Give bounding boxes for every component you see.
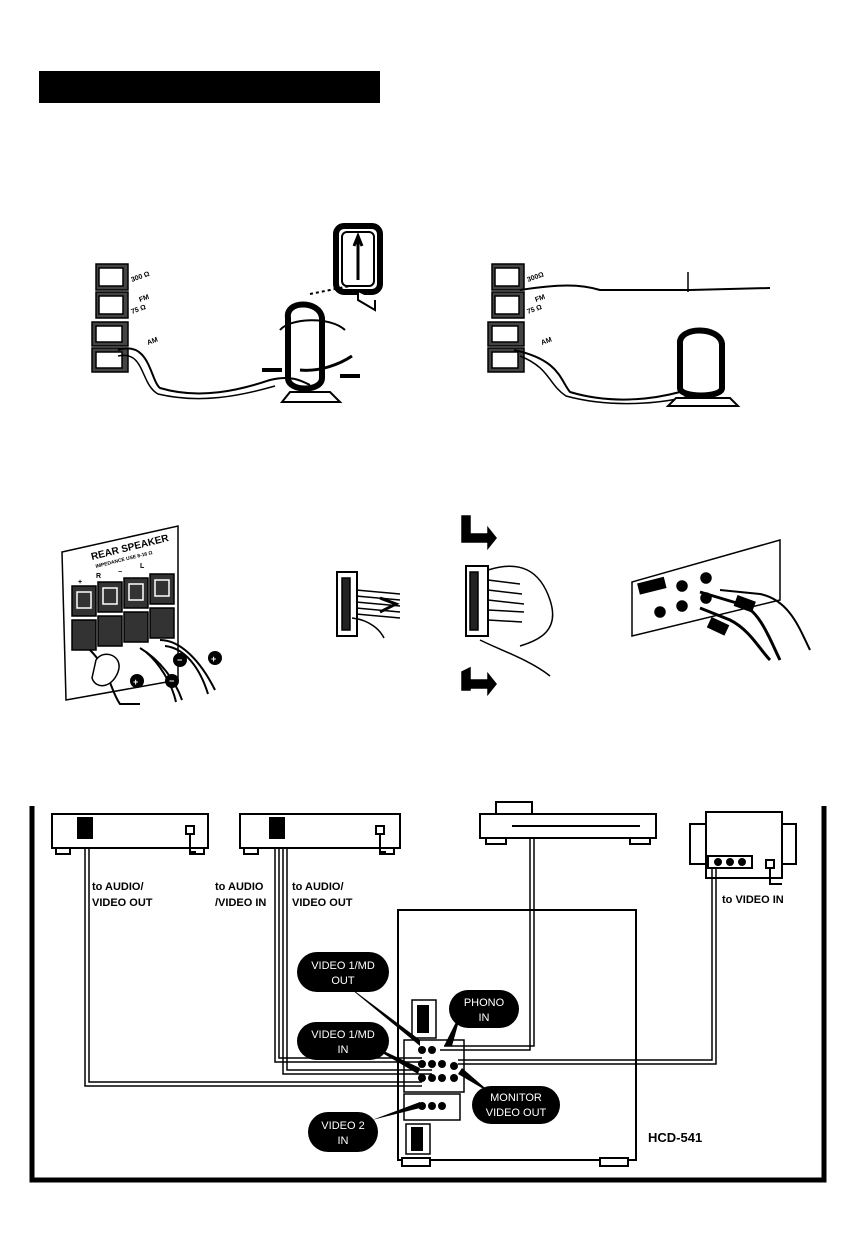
svg-text:MONITOR: MONITOR [490, 1092, 542, 1104]
ribbon-connector-hand [462, 516, 553, 694]
svg-text:VIDEO OUT: VIDEO OUT [92, 897, 153, 909]
label-300-ohm: 300 Ω [130, 271, 151, 284]
svg-text:−: − [177, 655, 182, 665]
svg-text:−: − [169, 676, 174, 686]
svg-text:IN: IN [338, 1135, 349, 1147]
vcr-1 [52, 814, 208, 854]
label-to-audio-video-in: to AUDIO /VIDEO IN [215, 881, 266, 909]
label-75-ohm-right: 75 Ω [526, 304, 543, 316]
model-label: HCD-541 [648, 1130, 702, 1145]
label-am: AM [146, 337, 159, 347]
svg-text:to AUDIO: to AUDIO [215, 881, 264, 893]
am-loop-antenna-right [668, 331, 738, 407]
am-loop-antenna-left [262, 226, 380, 402]
label-to-video-in: to VIDEO IN [722, 894, 784, 906]
label-300-ohm-right: 300Ω [526, 271, 545, 284]
rear-speaker-panel: REAR SPEAKER IMPEDANCE USE 8-16 Ω + R − … [62, 526, 222, 704]
svg-text:VIDEO OUT: VIDEO OUT [292, 897, 353, 909]
label-fm: FM [138, 294, 150, 304]
svg-text:IN: IN [338, 1044, 349, 1056]
svg-text:PHONO: PHONO [464, 997, 505, 1009]
ribbon-connector-insert [337, 572, 400, 638]
svg-text:/VIDEO IN: /VIDEO IN [215, 897, 266, 909]
svg-text:VIDEO 2: VIDEO 2 [321, 1120, 364, 1132]
svg-text:+: + [211, 654, 216, 664]
antenna-labels-left: 300 Ω FM 75 Ω AM [130, 271, 159, 347]
svg-text:VIDEO OUT: VIDEO OUT [486, 1107, 547, 1119]
video-jack-panel [632, 540, 810, 660]
svg-text:VIDEO 1/MD: VIDEO 1/MD [311, 960, 375, 972]
svg-text:OUT: OUT [331, 975, 355, 987]
rear-speaker-l: L [140, 563, 145, 570]
svg-text:to AUDIO/: to AUDIO/ [92, 881, 144, 893]
label-am-right: AM [540, 337, 553, 347]
rear-speaker-plus-r: + [78, 579, 82, 586]
tv-monitor [690, 812, 796, 884]
svg-text:to AUDIO/: to AUDIO/ [292, 881, 344, 893]
vcr-2 [240, 814, 400, 854]
label-fm-right: FM [534, 294, 546, 304]
svg-text:+: + [133, 677, 138, 687]
antenna-terminal-block-left [92, 264, 310, 399]
label-75-ohm: 75 Ω [130, 304, 147, 316]
turntable [480, 802, 656, 844]
antenna-labels-right: 300Ω FM 75 Ω AM [526, 271, 553, 347]
main-unit [398, 910, 636, 1166]
rear-speaker-minus-r: − [118, 569, 122, 576]
svg-text:VIDEO 1/MD: VIDEO 1/MD [311, 1029, 375, 1041]
label-to-audio-video-out-2: to AUDIO/ VIDEO OUT [292, 881, 353, 909]
svg-text:IN: IN [479, 1012, 490, 1024]
label-to-audio-video-out-1: to AUDIO/ VIDEO OUT [92, 881, 153, 909]
rear-speaker-r: R [96, 573, 101, 580]
antenna-terminal-block-right [488, 264, 770, 404]
